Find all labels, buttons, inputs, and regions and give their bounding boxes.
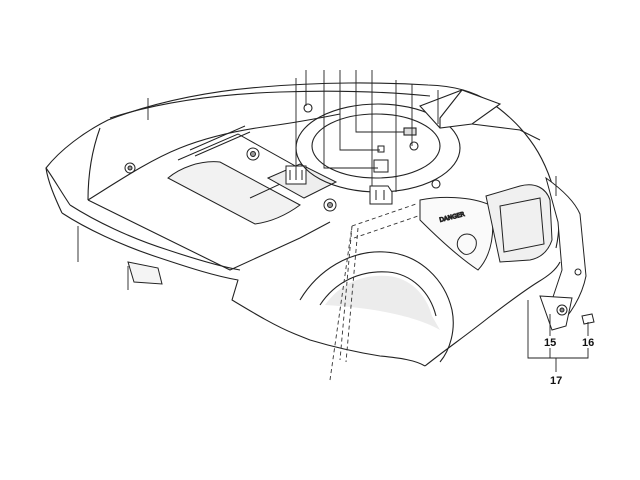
window-screw-left — [303, 103, 313, 113]
side-bracket — [539, 176, 595, 331]
bracket-bottom-plate — [539, 295, 573, 331]
hatch-recess — [124, 125, 308, 225]
dashed-line-2 — [345, 227, 359, 363]
exploded-parts — [369, 145, 393, 205]
under-part — [127, 261, 163, 285]
warning-label-shape — [419, 196, 494, 271]
cover-left-crease — [87, 127, 101, 201]
cover-front-lip-inner — [69, 204, 241, 271]
rear-recess-outline — [485, 184, 553, 263]
callout-15: 15 — [544, 337, 556, 349]
rear-recess-inner — [499, 197, 545, 253]
screw-16 — [581, 313, 595, 325]
dashed-assembly-lines — [329, 203, 419, 381]
window-clip — [403, 127, 417, 136]
hatch-opening — [167, 161, 301, 225]
callout-17: 17 — [550, 375, 562, 387]
hatch-rail — [189, 125, 251, 157]
cover-front-lip — [61, 212, 426, 367]
hatch-screw-left-inner — [127, 165, 133, 171]
body-cover — [45, 82, 561, 367]
warning-label-area: DANGER — [419, 196, 494, 271]
dashed-line-5 — [329, 225, 353, 381]
rear-handle — [419, 89, 541, 141]
cover-top-panel-front — [87, 199, 331, 271]
switch-block — [369, 185, 393, 205]
callout-16: 16 — [582, 337, 594, 349]
leader-17-bracket — [527, 300, 589, 359]
dashed-line-1 — [339, 225, 353, 361]
leader-top-5 — [355, 70, 404, 133]
display-window-inner — [311, 113, 441, 179]
warning-symbol — [456, 233, 477, 255]
switch-block-pins — [375, 190, 385, 200]
rear-recess — [485, 184, 553, 263]
wheel-arch-shade — [325, 275, 440, 330]
bracket-hole — [574, 268, 582, 276]
nut-part — [373, 159, 389, 173]
wheel-arch-inner — [319, 271, 437, 317]
hatch-screw-left — [124, 162, 136, 174]
rear-handle-body — [419, 89, 502, 129]
cover-outer-outline — [45, 82, 560, 249]
callout-labels: 15 16 17 — [544, 337, 594, 387]
cover-ridge — [109, 90, 431, 119]
washer-part-inner — [559, 307, 565, 313]
dashed-line-3 — [351, 203, 417, 227]
dashed-line-4 — [353, 215, 419, 239]
window-screw-right — [409, 141, 419, 151]
cover-top-panel — [87, 113, 341, 201]
cover-rear-skirt — [424, 261, 561, 367]
bolt-part — [377, 145, 385, 153]
leader-top-3 — [323, 70, 378, 169]
hatch-screw-top — [246, 147, 260, 161]
connector-screw-inner — [327, 202, 333, 208]
rear-handle-edge — [439, 89, 463, 128]
cover-left-side — [45, 167, 71, 206]
window-screw-bottom — [431, 179, 441, 189]
wheel-arch — [299, 251, 454, 363]
leader-top-4 — [339, 70, 380, 151]
connector-screw — [323, 198, 337, 212]
wheel-arch-outer — [299, 251, 454, 363]
under-part-block — [127, 261, 163, 285]
rear-ledge — [471, 123, 541, 141]
leader-lines — [77, 70, 589, 372]
hatch-frame — [177, 133, 308, 199]
hatch-screw-top-inner — [250, 151, 256, 157]
